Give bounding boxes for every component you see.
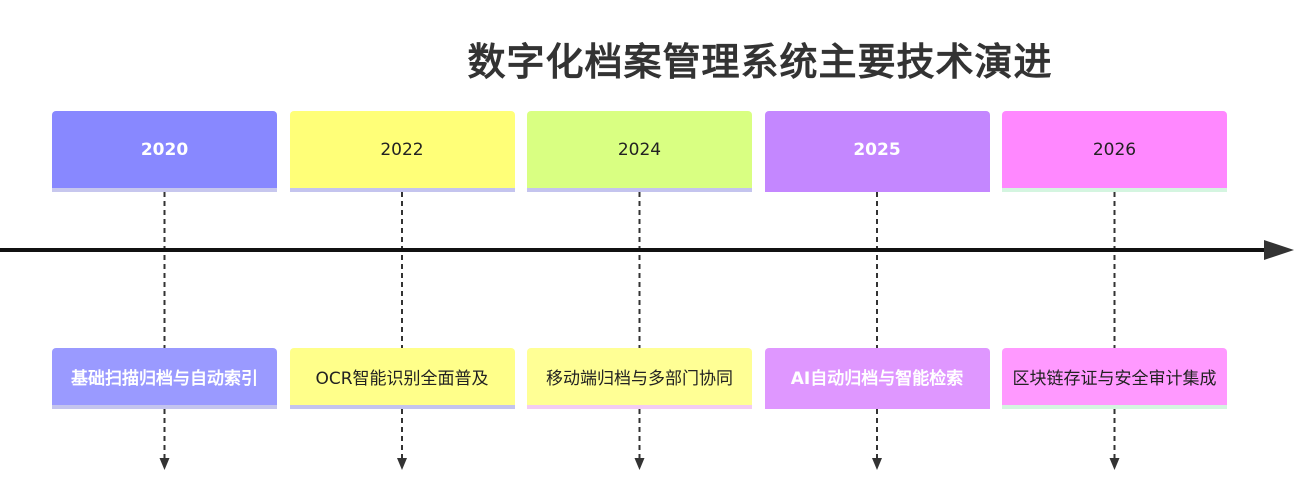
event-box-2024: 移动端归档与多部门协同 bbox=[527, 348, 752, 409]
event-box-2022: OCR智能识别全面普及 bbox=[289, 348, 515, 409]
connector-arrowhead-2025 bbox=[872, 458, 882, 470]
year-box-2024: 2024 bbox=[527, 111, 752, 192]
year-box-2025: 2025 bbox=[764, 111, 990, 192]
event-box-2025: AI自动归档与智能检索 bbox=[764, 348, 990, 409]
connector-arrowhead-2026 bbox=[1109, 458, 1120, 470]
diagram-title: 数字化档案管理系统主要技术演进 bbox=[467, 40, 1053, 84]
year-box-2022: 2022 bbox=[289, 111, 515, 192]
dashed-connectors bbox=[159, 192, 1120, 470]
connector-arrowhead-2020 bbox=[159, 458, 170, 470]
event-box-2026: 区块链存证与安全审计集成 bbox=[1002, 348, 1227, 409]
connector-arrowhead-2024 bbox=[634, 458, 645, 470]
year-box-2020: 2020 bbox=[52, 111, 277, 192]
year-box-2026: 2026 bbox=[1002, 111, 1227, 192]
connector-arrowhead-2022 bbox=[397, 458, 407, 470]
timeline-arrowhead bbox=[1264, 240, 1294, 260]
event-box-2020: 基础扫描归档与自动索引 bbox=[52, 348, 277, 409]
